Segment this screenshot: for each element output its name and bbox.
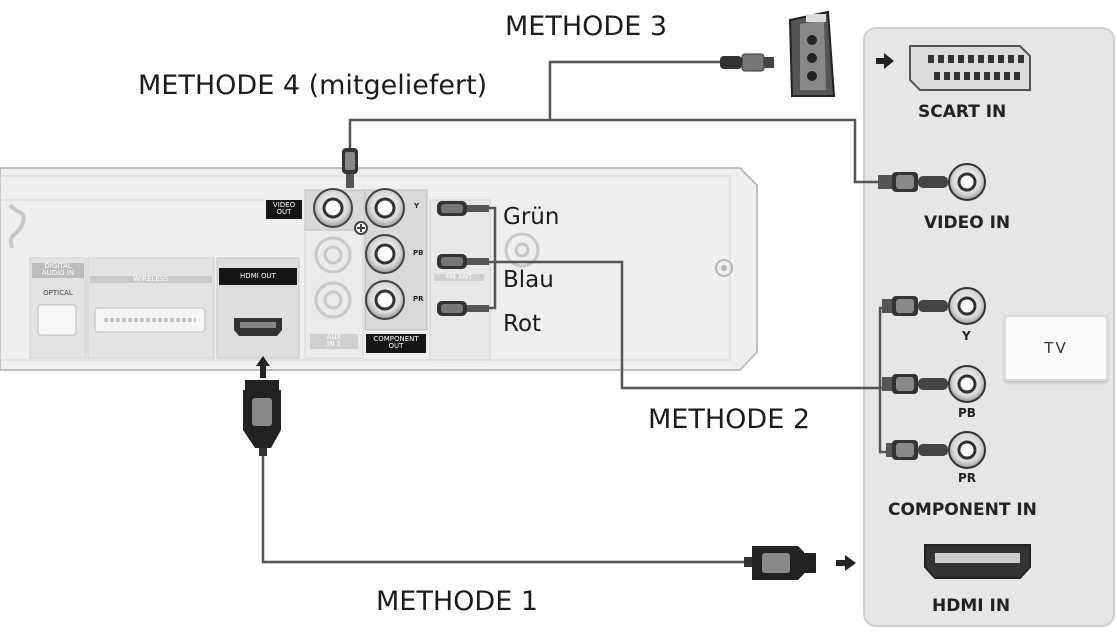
arrows <box>836 53 894 571</box>
video-plug-device <box>342 148 358 188</box>
cable-green-label: Grün <box>503 204 560 230</box>
digital-audio-in-label: DIGITAL AUDIO IN <box>32 262 84 278</box>
cable-red-label: Rot <box>503 311 542 337</box>
tv-component-jacks <box>948 287 986 469</box>
methode-2-label: METHODE 2 <box>648 404 811 435</box>
wireless-label: WIRELESS <box>90 275 212 284</box>
cables <box>261 60 886 564</box>
scart-in-socket <box>909 45 1031 91</box>
hdmi-plug-tv-end <box>744 546 816 580</box>
hdmi-in-socket <box>924 544 1031 579</box>
methode-1-label: METHODE 1 <box>376 586 539 617</box>
video-in-label: VIDEO IN <box>924 213 1011 233</box>
tv-video-jack <box>948 163 986 201</box>
methode-4-label: METHODE 4 (mitgeliefert) <box>138 70 488 101</box>
jack-y-label: Y <box>414 202 420 210</box>
tv-text: TV <box>1044 339 1068 357</box>
scart-in-label: SCART IN <box>918 102 1007 122</box>
pb-label: PB <box>958 406 976 420</box>
hdmi-out-label: HDMI OUT <box>219 268 297 286</box>
scart-connector <box>720 10 836 97</box>
component-in-label: COMPONENT IN <box>888 500 1037 520</box>
hdmi-plug-device <box>243 380 281 456</box>
video-out-label: VIDEO OUT <box>266 200 302 219</box>
jack-pb-label: PB <box>413 249 424 257</box>
tv-icon: TV <box>1004 315 1108 381</box>
cable-blue-label: Blau <box>503 267 554 293</box>
optical-label: OPTICAL <box>43 289 73 297</box>
y-label: Y <box>962 329 971 343</box>
pr-label: PR <box>958 471 977 485</box>
av-output-jacks <box>304 188 428 331</box>
fm-ant-label: FM ANT <box>434 273 484 282</box>
component-out-label: COMPONENT OUT <box>366 334 426 353</box>
hdmi-in-label: HDMI IN <box>932 596 1011 616</box>
component-plugs-device <box>437 201 489 316</box>
methode-3-label: METHODE 3 <box>505 11 668 42</box>
aux-in-label: AUX IN 2 <box>310 333 358 349</box>
tv-side-plugs <box>878 172 948 460</box>
wireless-port <box>87 257 215 359</box>
jack-pr-label: PR <box>413 295 424 303</box>
